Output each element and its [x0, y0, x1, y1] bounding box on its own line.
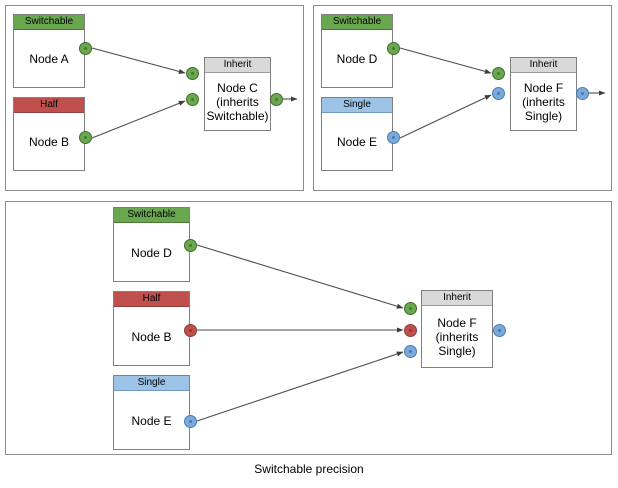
node-f-body: Node F (inherits Single)	[511, 73, 576, 131]
node-d2[interactable]: Switchable Node D	[113, 207, 190, 282]
port-f2-in-1[interactable]	[404, 302, 417, 315]
node-f2-label-1: Node F	[437, 316, 477, 330]
node-b-body: Node B	[14, 113, 84, 171]
node-c-body: Node C (inherits Switchable)	[205, 73, 270, 131]
node-b2[interactable]: Half Node B	[113, 291, 190, 366]
port-d-out[interactable]	[387, 42, 400, 55]
node-a-header: Switchable	[14, 15, 84, 30]
node-f-label-2: (inherits	[522, 95, 565, 109]
node-e[interactable]: Single Node E	[321, 97, 393, 171]
node-e2[interactable]: Single Node E	[113, 375, 190, 450]
node-c[interactable]: Inherit Node C (inherits Switchable)	[204, 57, 271, 131]
node-c-label-3: Switchable)	[206, 109, 269, 123]
node-d2-header: Switchable	[114, 208, 189, 223]
node-b[interactable]: Half Node B	[13, 97, 85, 171]
node-e2-body: Node E	[114, 391, 189, 450]
node-f2-label-3: Single)	[438, 344, 476, 358]
node-f-label-1: Node F	[523, 81, 564, 95]
node-d-header: Switchable	[322, 15, 392, 30]
port-a-out[interactable]	[79, 42, 92, 55]
port-f-out[interactable]	[576, 87, 589, 100]
node-f-header: Inherit	[511, 58, 576, 73]
node-b2-header: Half	[114, 292, 189, 307]
node-c-header: Inherit	[205, 58, 270, 73]
port-c-in-2[interactable]	[186, 93, 199, 106]
node-f2[interactable]: Inherit Node F (inherits Single)	[421, 290, 493, 368]
port-e2-out[interactable]	[184, 415, 197, 428]
node-d-label: Node D	[336, 52, 378, 66]
node-a-body: Node A	[14, 30, 84, 88]
node-f[interactable]: Inherit Node F (inherits Single)	[510, 57, 577, 131]
node-f-label-3: Single)	[524, 109, 563, 123]
node-f2-body: Node F (inherits Single)	[422, 306, 492, 368]
node-b-header: Half	[14, 98, 84, 113]
port-f2-in-3[interactable]	[404, 345, 417, 358]
node-d[interactable]: Switchable Node D	[321, 14, 393, 88]
node-e-body: Node E	[322, 113, 392, 171]
node-e2-label: Node E	[131, 413, 172, 428]
panel-bottom	[5, 201, 612, 455]
port-b-out[interactable]	[79, 131, 92, 144]
node-c-label-1: Node C	[217, 81, 258, 95]
node-e2-header: Single	[114, 376, 189, 391]
node-d-body: Node D	[322, 30, 392, 88]
node-a-label: Node A	[29, 52, 69, 66]
port-c-out[interactable]	[270, 93, 283, 106]
node-b2-label: Node B	[131, 329, 172, 344]
port-e-out[interactable]	[387, 131, 400, 144]
node-d2-label: Node D	[131, 245, 172, 260]
node-e-header: Single	[322, 98, 392, 113]
port-c-in-1[interactable]	[186, 67, 199, 80]
node-e-label: Node E	[336, 135, 378, 149]
port-f2-out[interactable]	[493, 324, 506, 337]
port-d2-out[interactable]	[184, 239, 197, 252]
port-f2-in-2[interactable]	[404, 324, 417, 337]
node-d2-body: Node D	[114, 223, 189, 282]
port-f-in-2[interactable]	[492, 87, 505, 100]
node-f2-label-2: (inherits	[435, 330, 479, 344]
port-b2-out[interactable]	[184, 324, 197, 337]
node-f2-header: Inherit	[422, 291, 492, 306]
port-f-in-1[interactable]	[492, 67, 505, 80]
node-a[interactable]: Switchable Node A	[13, 14, 85, 88]
node-b-label: Node B	[28, 135, 70, 149]
diagram-caption: Switchable precision	[254, 462, 364, 476]
node-c-label-2: (inherits	[216, 95, 259, 109]
node-b2-body: Node B	[114, 307, 189, 366]
